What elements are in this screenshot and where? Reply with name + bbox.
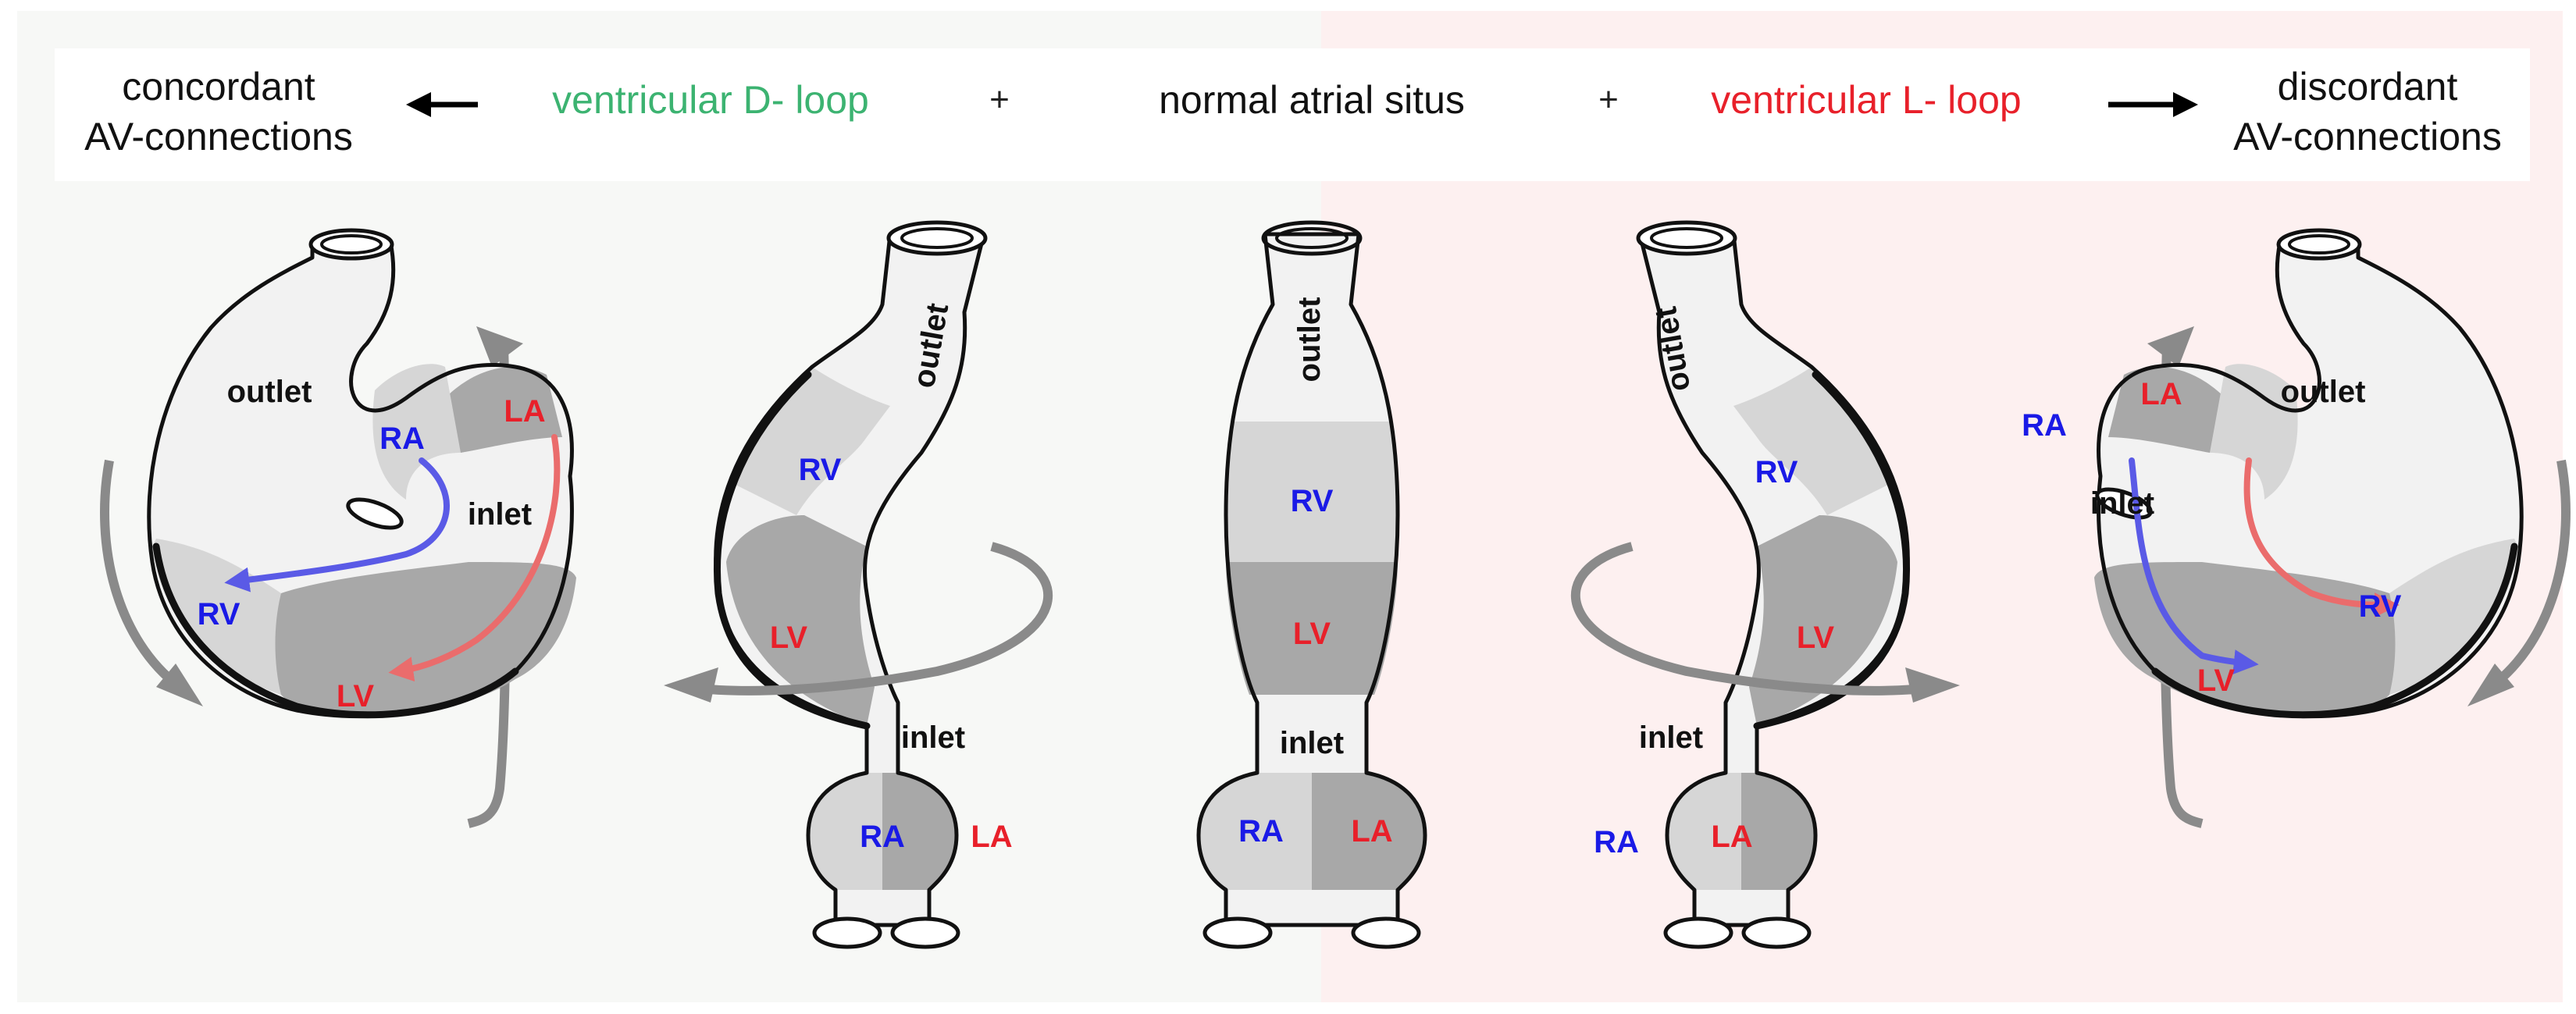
lloop-lv-label: LV xyxy=(1797,621,1834,655)
dloop-rv-label: RV xyxy=(799,453,842,487)
center-ra-label: RA xyxy=(1238,814,1284,849)
dloop-lv-label: LV xyxy=(770,621,807,655)
d-loop-tube: outlet RV LV inlet RA LA xyxy=(664,220,1053,949)
left-inlet-label: inlet xyxy=(468,497,532,532)
right-rv-label: RV xyxy=(2359,589,2402,624)
left-ra-label: RA xyxy=(379,422,425,456)
d-loop-looped-heart: outlet RA LA inlet RV LV xyxy=(100,228,576,828)
plus-sign-left: + xyxy=(989,80,1010,119)
center-rv-label: RV xyxy=(1291,484,1334,518)
l-loop-label: ventricular L- loop xyxy=(1711,78,2021,122)
left-arrow-icon xyxy=(406,92,478,117)
right-lv-label: LV xyxy=(2197,664,2235,698)
center-la-label: LA xyxy=(1351,814,1392,849)
concordant-label-line1: concordant xyxy=(122,65,315,109)
d-loop-label: ventricular D- loop xyxy=(552,78,869,122)
lloop-ra-label: RA xyxy=(1594,825,1639,859)
center-outlet-label: outlet xyxy=(1292,297,1327,382)
right-arrow-icon xyxy=(2108,92,2198,117)
lloop-la-label: LA xyxy=(1711,820,1752,854)
right-ra-label: RA xyxy=(2022,408,2067,443)
header-panel xyxy=(55,48,2530,181)
discordant-label-line2: AV-connections xyxy=(2233,115,2502,158)
dloop-la-label: LA xyxy=(971,820,1012,854)
right-inlet-label: inlet xyxy=(2090,486,2154,521)
lloop-inlet-label: inlet xyxy=(1639,720,1703,755)
lloop-rv-label: RV xyxy=(1755,455,1798,489)
dloop-ra-label: RA xyxy=(860,820,905,854)
discordant-label-line1: discordant xyxy=(2278,65,2458,109)
left-outlet-label: outlet xyxy=(227,375,312,409)
left-la-label: LA xyxy=(504,394,545,429)
straight-heart-tube: outlet RV LV inlet RA LA xyxy=(1196,220,1427,949)
l-loop-looped-heart xyxy=(2094,228,2571,828)
right-outlet-label: outlet xyxy=(2281,375,2366,409)
center-inlet-label: inlet xyxy=(1280,726,1344,760)
l-loop-tube xyxy=(1571,220,1960,949)
left-lv-label: LV xyxy=(337,679,374,713)
right-la-label: LA xyxy=(2140,377,2182,411)
plus-sign-right: + xyxy=(1598,80,1619,119)
dloop-inlet-label: inlet xyxy=(901,720,965,755)
center-lv-label: LV xyxy=(1293,617,1331,651)
normal-situs-label: normal atrial situs xyxy=(1159,78,1465,122)
concordant-label-line2: AV-connections xyxy=(84,115,353,158)
left-rv-label: RV xyxy=(198,597,240,632)
